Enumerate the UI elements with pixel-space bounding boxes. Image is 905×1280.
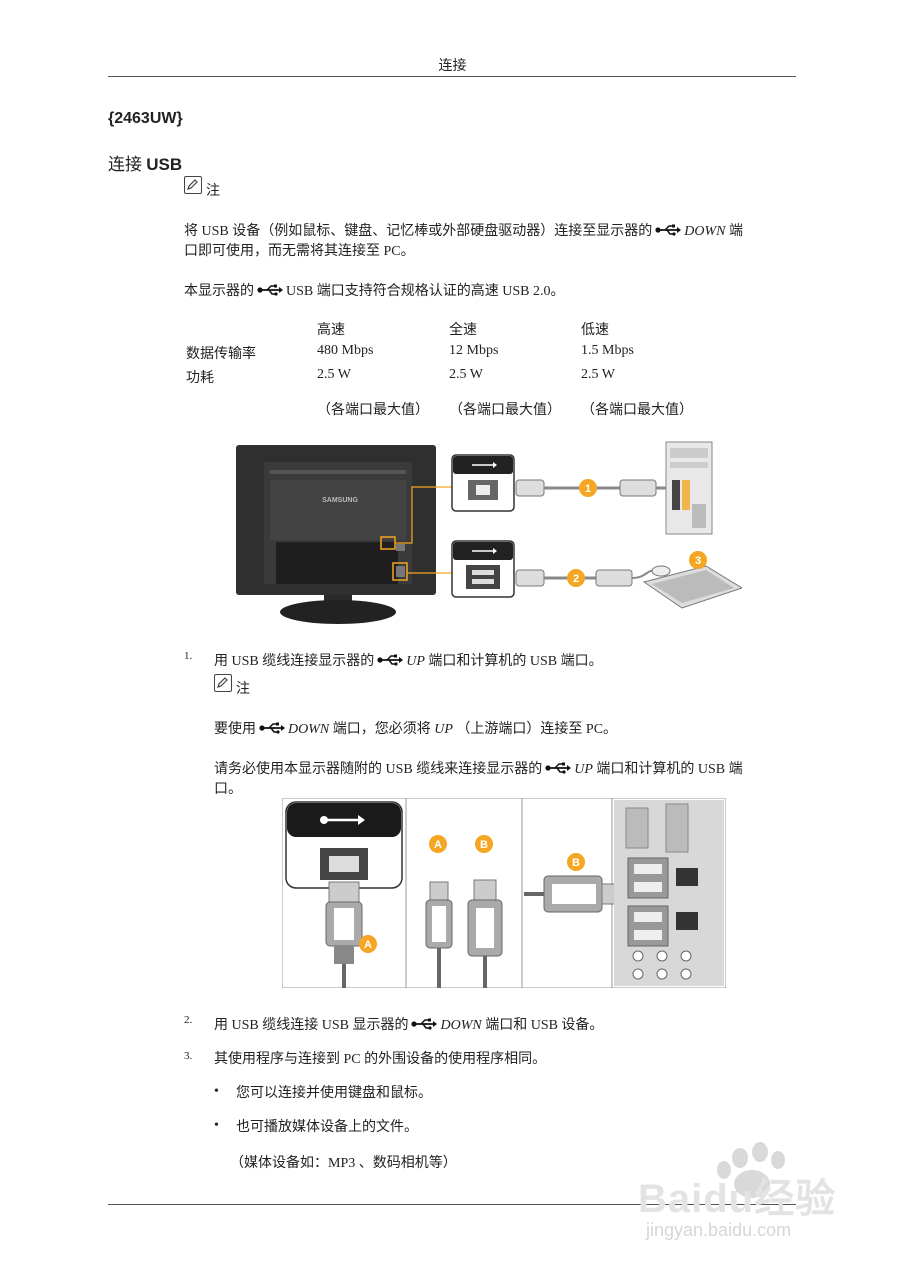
table-header-full: 全速 [449,323,477,338]
note-pencil-icon [184,176,202,194]
header-rule [108,76,796,77]
table-row: 功耗 2.5 W 2.5 W 2.5 W [186,367,721,391]
intro-text-e: USB 端口支持符合规格认证的高速 USB 2.0。 [286,284,565,299]
table-header-high: 高速 [317,323,345,338]
note-text-d: 请务必使用本显示器随附的 USB 缆线来连接显示器的 [214,762,543,777]
table-cell: 2.5 W [449,367,483,382]
step-text-a: 用 USB 缆线连接显示器的 [214,654,375,669]
table-cell: （各端口最大值） [581,403,693,418]
marker-a: A [364,939,372,951]
usb-icon [411,1017,438,1036]
intro-paragraph-2: 本显示器的 USB 端口支持符合规格认证的高速 USB 2.0。 [184,282,564,302]
note-label: 注 [206,184,220,199]
table-cell: 1.5 Mbps [581,343,634,358]
section-title: USB [146,155,183,174]
intro-paragraph-1: 将 USB 设备（例如鼠标、键盘、记忆棒或外部硬盘驱动器）连接至显示器的 DOWN… [184,222,796,261]
paw-logo-icon [717,1142,785,1198]
table-cell: 2.5 W [581,367,615,382]
usb-cable-diagram: A A B B [281,797,727,989]
intro-text-d: 本显示器的 [184,284,254,299]
marker-b: B [572,857,580,869]
table-row: （各端口最大值） （各端口最大值） （各端口最大值） [186,391,721,423]
baidu-watermark: Baidu经验 jingyan.baidu.com [620,1140,850,1250]
usb-spec-table: 高速 全速 低速 数据传输率 480 Mbps 12 Mbps 1.5 Mbps… [186,319,721,423]
note-pencil-icon [214,674,232,692]
up-label: UP [406,654,425,669]
table-cell: 12 Mbps [449,343,499,358]
note-text-f: 口。 [214,782,242,797]
watermark-url: jingyan.baidu.com [646,1220,792,1240]
usb-icon [655,223,682,242]
note-text-b: 端口，您必须将 [332,722,431,737]
page-header-title: 连接 [438,59,467,74]
usb-connection-diagram: SAMSUNG 1 2 [236,440,744,628]
bullet-dot: • [214,1084,219,1099]
step-text-b: 端口和 USB 设备。 [485,1018,604,1033]
model-heading: {2463UW} [108,110,183,127]
table-header-row: 高速 全速 低速 [186,319,721,343]
step-number: 2. [184,1014,193,1026]
watermark-brand: Baidu经验 [638,1177,837,1221]
cable-diagram-svg: A A B B [281,797,727,989]
up-label: UP [434,722,453,737]
bullet-item: 您可以连接并使用键盘和鼠标。 [236,1086,432,1101]
step-3-text: 其使用程序与连接到 PC 的外围设备的使用程序相同。 [214,1052,547,1067]
table-cell: 2.5 W [317,367,351,382]
marker-b: B [480,839,488,851]
table-cell: 480 Mbps [317,343,374,358]
table-cell: 功耗 [186,371,214,386]
usb-icon [545,761,572,780]
step-number: 3. [184,1050,193,1062]
marker-a: A [434,839,442,851]
diagram-svg: SAMSUNG 1 2 [236,441,744,624]
intro-text-b: 端 [728,224,743,239]
table-cell: （各端口最大值） [317,403,429,418]
note-text-a: 要使用 [214,722,256,737]
down-label: DOWN [440,1018,482,1033]
note-text-e: 端口和计算机的 USB 端 [596,762,743,777]
table-cell [186,391,317,423]
bullet-note: （媒体设备如：MP3 、数码相机等） [230,1156,457,1171]
up-label: UP [574,762,593,777]
usb-icon [259,721,285,740]
step-text-a: 用 USB 缆线连接 USB 显示器的 [214,1018,409,1033]
down-label: DOWN [288,722,330,737]
table-header-low: 低速 [581,323,609,338]
note-label: 注 [236,682,250,697]
note-2-paragraph-1: 要使用 DOWN 端口，您必须将 UP （上游端口）连接至 PC。 [214,720,617,740]
monitor-brand: SAMSUNG [322,497,358,504]
note-2-paragraph-2: 请务必使用本显示器随附的 USB 缆线来连接显示器的 UP 端口和计算机的 USB… [214,760,798,799]
step-2-text: 用 USB 缆线连接 USB 显示器的 DOWN 端口和 USB 设备。 [214,1016,603,1036]
table-cell: 数据传输率 [186,347,256,362]
section-heading: 连接 USB [108,150,182,175]
footer-rule [108,1204,796,1205]
bullet-dot: • [214,1118,219,1133]
note-text-c: （上游端口）连接至 PC。 [456,722,618,737]
usb-icon [257,283,283,302]
table-cell [186,319,317,343]
marker-1: 1 [585,483,591,495]
table-cell: （各端口最大值） [449,403,561,418]
down-label: DOWN [684,224,726,239]
step-number: 1. [184,650,193,662]
marker-2: 2 [573,573,579,585]
usb-icon [377,653,404,672]
intro-text-a: 将 USB 设备（例如鼠标、键盘、记忆棒或外部硬盘驱动器）连接至显示器的 [184,224,653,239]
section-prefix: 连接 [108,155,142,174]
table-row: 数据传输率 480 Mbps 12 Mbps 1.5 Mbps [186,343,721,367]
bullet-item: 也可播放媒体设备上的文件。 [236,1120,418,1135]
intro-text-c: 口即可使用，而无需将其连接至 PC。 [184,244,415,259]
step-text-b: 端口和计算机的 USB 端口。 [428,654,603,669]
step-1-text: 用 USB 缆线连接显示器的 UP 端口和计算机的 USB 端口。 [214,652,603,672]
marker-3: 3 [695,555,701,567]
